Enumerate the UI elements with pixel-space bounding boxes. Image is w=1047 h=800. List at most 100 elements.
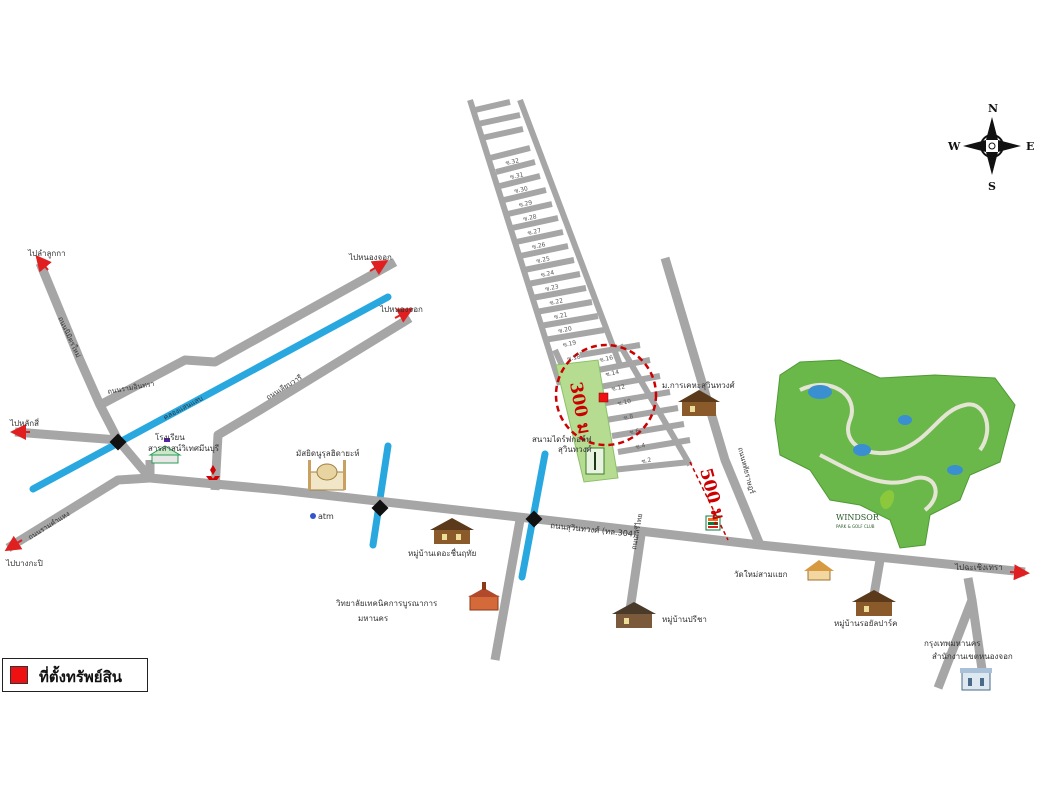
label-district-office-1: กรุงเทพมหานคร — [924, 639, 981, 648]
label-to-lak-si: ไปหลักสี่ — [9, 417, 39, 428]
road-ramintra — [35, 261, 123, 443]
soi-label: ซ.24 — [540, 269, 555, 279]
road-suwinthawong — [114, 437, 1026, 577]
soi-label: ซ.16 — [599, 354, 614, 364]
soi-label: ซ.18 — [567, 353, 582, 363]
arrow-bang-kapi — [4, 535, 23, 552]
district-office-icon — [960, 668, 992, 691]
road-liap-wari — [145, 314, 413, 491]
legend-label: ที่ตั้งทรัพย์สิน — [39, 668, 122, 686]
direction-arrows — [4, 254, 1030, 581]
compass-rose: N S E W — [947, 102, 1034, 193]
soi-village-icon — [678, 390, 720, 416]
compass-s: S — [988, 180, 996, 193]
label-to-chachoengsao: ไปฉะเชิงเทรา — [954, 563, 1003, 572]
label-driving-range-2: สุวินทวงศ์ — [558, 444, 592, 454]
compass-needle-e — [998, 140, 1021, 152]
arrow-lat-krabang — [35, 254, 52, 273]
label-village-chuen: หมู่บ้านเดอะชื่นฤทัย — [408, 547, 476, 559]
compass-needle-w — [963, 140, 986, 152]
compass-n: N — [988, 102, 998, 115]
label-to-nong-chok-mid: ไปหนองจอก — [379, 305, 423, 314]
soi-label: ซ.12 — [611, 383, 626, 393]
canal-saen-saep — [29, 293, 392, 493]
college-icon — [468, 582, 500, 611]
soi-label: ซ.23 — [545, 283, 560, 293]
label-windsor-1: WINDSOR — [836, 513, 880, 522]
soi-label: ซ.29 — [518, 199, 533, 209]
label-school-1: โรงเรียน — [155, 432, 185, 442]
label-windsor-2: PARK & GOLF CLUB — [836, 524, 875, 529]
soi-label: ซ.21 — [553, 311, 568, 321]
soi-top-rungs — [474, 99, 524, 141]
label-to-lat-krabang: ไปลำลูกกา — [27, 249, 66, 259]
seven-eleven-icon — [705, 515, 721, 531]
mitsubishi-logo-icon — [206, 465, 220, 480]
village-chuen-icon — [430, 518, 474, 544]
compass-needle-s — [986, 152, 998, 175]
soi-label: ซ.2 — [641, 457, 652, 466]
soi-property-access — [611, 459, 691, 473]
label-village-royal: หมู่บ้านรอยัลปาร์ค — [834, 618, 898, 629]
arrow-nong-chok-top — [369, 259, 389, 276]
property-marker[interactable] — [598, 392, 609, 403]
label-road-ramkhamhaeng: ถนนรามคำแหง — [27, 510, 71, 542]
village-royal-icon — [852, 590, 896, 616]
label-canal: คลองแสนแสบ — [162, 394, 204, 421]
canal-branch-1 — [369, 442, 392, 549]
soi-main-east — [517, 98, 623, 367]
label-district-office-2: สำนักงานเขตหนองจอก — [932, 652, 1013, 661]
roads — [5, 256, 1026, 691]
junction-3 — [525, 510, 543, 528]
soi-label: ซ.27 — [527, 227, 542, 237]
compass-w: W — [947, 140, 961, 153]
compass-needle-n — [986, 117, 998, 140]
arrow-nong-chok-mid — [394, 308, 414, 323]
soi-rungs — [489, 145, 605, 343]
soi-label: ซ.28 — [523, 213, 538, 223]
label-atm: atm — [318, 512, 334, 521]
soi-label: ซ.8 — [623, 413, 634, 422]
label-school-2: สารสาสน์วิเทศมีนบุรี — [148, 443, 220, 453]
road-nimit-mai — [97, 258, 398, 409]
soi-labels: ซ.32ซ.31ซ.30ซ.29ซ.28ซ.27ซ.26ซ.25ซ.24ซ.23… — [505, 157, 652, 465]
road-royal-park — [869, 559, 885, 596]
mosque-icon — [308, 460, 346, 491]
label-road-nimit-mai: ถนนนิมิตรใหม่ — [56, 315, 83, 359]
road-south-preeya — [625, 527, 647, 611]
label-distance-road: 500 ม. — [695, 466, 729, 528]
label-college-2: มหานคร — [358, 614, 389, 623]
junction-1 — [109, 433, 127, 451]
compass-e: E — [1026, 140, 1034, 153]
soi-label: ซ.32 — [505, 157, 520, 167]
school-icon — [148, 438, 182, 464]
label-temple: วัดใหม่สามแยก — [734, 570, 788, 579]
compass-ring — [980, 134, 1004, 158]
soi-label: ซ.31 — [509, 171, 524, 181]
soi-label: ซ.19 — [562, 339, 577, 349]
soi-label: ซ.22 — [549, 297, 564, 307]
soi-label: ซ.30 — [514, 185, 529, 195]
label-to-nong-chok-top: ไปหนองจอก — [348, 253, 392, 262]
soi-label: ซ.10 — [617, 398, 632, 408]
label-to-bang-kapi: ไปบางกะปิ — [5, 559, 43, 568]
temple-icon — [804, 560, 834, 581]
label-soi-village: ม.การเคหะสุวินทวงศ์ — [662, 380, 735, 390]
road-south-college — [490, 519, 525, 661]
road-to-bang-kapi — [5, 473, 151, 552]
radius-300m-circle — [554, 343, 658, 447]
radius-500m-line — [689, 461, 729, 541]
junctions — [109, 433, 543, 528]
village-preeya-icon — [612, 602, 656, 628]
driving-range-icon — [585, 447, 605, 475]
place-icons — [148, 390, 992, 691]
label-village-preeya: หมู่บ้านปรีชา — [662, 615, 707, 625]
soi-label: ซ.25 — [536, 255, 551, 265]
road-to-lak-si — [14, 427, 119, 445]
soi-label: ซ.14 — [605, 369, 620, 379]
soi-label: ซ.4 — [635, 442, 646, 451]
compass-center — [988, 142, 996, 150]
soi-lower-rungs — [579, 342, 691, 455]
windsor-golf-course — [774, 359, 1016, 549]
